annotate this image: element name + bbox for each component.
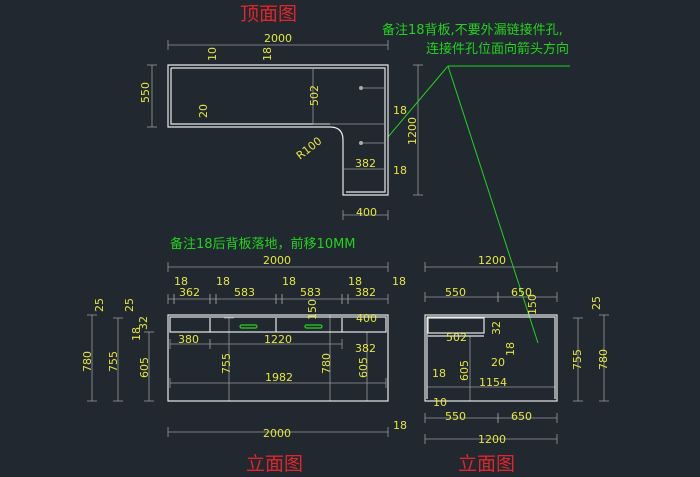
dim-side-502: 502 [446, 331, 467, 344]
dim-front-150: 150 [306, 299, 319, 320]
dim-front-25a: 25 [93, 298, 106, 312]
dim-top-width: 2000 [264, 32, 292, 45]
dim-top-leg-width: 400 [356, 206, 377, 219]
front-elevation-outline [167, 314, 389, 402]
dim-side-width-top: 1200 [478, 254, 506, 267]
side-elevation-title: 立面图 [458, 453, 515, 475]
dim-side-18a: 18 [504, 342, 517, 356]
dim-front-chain: 18 362 18 583 18 583 18 382 18 [174, 275, 406, 299]
dim-front-400: 400 [356, 312, 377, 325]
dim-chain: 583 [300, 286, 321, 299]
dim-side-150: 150 [526, 294, 539, 315]
dim-top-depth: 550 [139, 82, 152, 103]
dim-chain: 362 [179, 286, 200, 299]
dim-front-inner-780: 780 [320, 353, 333, 374]
dim-side-550-top: 550 [445, 286, 466, 299]
dim-side-25: 25 [590, 296, 603, 310]
leader-arrow [387, 65, 570, 344]
note-back-panel-floor: 备注18后背板落地，前移10MM [170, 236, 356, 252]
dim-front-382: 382 [355, 342, 376, 355]
dim-side-755: 755 [571, 349, 584, 370]
dim-chain: 18 [392, 275, 406, 288]
dim-front-380: 380 [178, 333, 199, 346]
dim-chain: 18 [282, 275, 296, 288]
dim-top-382: 382 [355, 157, 376, 170]
dim-chain: 18 [174, 275, 188, 288]
dim-top-radius: R100 [294, 134, 325, 162]
dim-front-25b: 25 [123, 298, 136, 312]
dim-front-width-bottom: 2000 [263, 427, 291, 440]
dim-chain: 583 [234, 286, 255, 299]
note-back-panel: 备注18背板,不要外漏链接件孔, [382, 22, 563, 38]
dim-top-20: 20 [197, 104, 210, 118]
side-elevation-outline [424, 314, 558, 402]
dim-front-605: 605 [138, 357, 151, 378]
dim-chain: 18 [216, 275, 230, 288]
dim-front-1982: 1982 [265, 371, 293, 384]
top-view-title: 顶面图 [240, 3, 297, 25]
dim-front-780: 780 [81, 351, 94, 372]
dim-top-18b: 18 [393, 104, 407, 117]
dim-side-605: 605 [458, 360, 471, 381]
dim-side-32: 32 [490, 321, 503, 335]
dim-side-650-bottom: 650 [511, 410, 532, 423]
note-hole-direction: 连接件孔位面向箭头方向 [426, 41, 569, 57]
dim-top-18c: 18 [393, 164, 407, 177]
drawer-handle [304, 324, 323, 329]
dim-front-inner-605: 605 [357, 357, 370, 378]
dim-top-10: 10 [206, 47, 219, 61]
front-elevation-title: 立面图 [246, 453, 303, 475]
dim-side-780: 780 [597, 349, 610, 370]
dim-front-1220: 1220 [264, 333, 292, 346]
dim-top-18: 18 [261, 47, 274, 61]
dim-side-650-top: 650 [511, 286, 532, 299]
dim-front-32: 32 [137, 316, 150, 330]
dim-side-1154: 1154 [479, 376, 507, 389]
top-view-outline [167, 64, 389, 196]
dim-side-18b: 18 [432, 367, 446, 380]
dim-side-550-bottom: 550 [445, 410, 466, 423]
dim-side-10: 10 [433, 396, 447, 409]
drawer-handle [239, 324, 258, 329]
dim-top-total-depth: 1200 [406, 117, 419, 145]
dim-top-502: 502 [308, 85, 321, 106]
dim-front-755: 755 [107, 351, 120, 372]
dim-front-width-top: 2000 [263, 254, 291, 267]
dim-front-inner-755: 755 [220, 353, 233, 374]
dim-front-18b: 18 [393, 419, 407, 432]
dim-side-20: 20 [491, 356, 505, 369]
dim-chain: 382 [355, 286, 376, 299]
dim-front-18: 18 [130, 327, 143, 341]
dim-side-width-bottom: 1200 [478, 433, 506, 446]
dim-chain: 18 [348, 275, 362, 288]
